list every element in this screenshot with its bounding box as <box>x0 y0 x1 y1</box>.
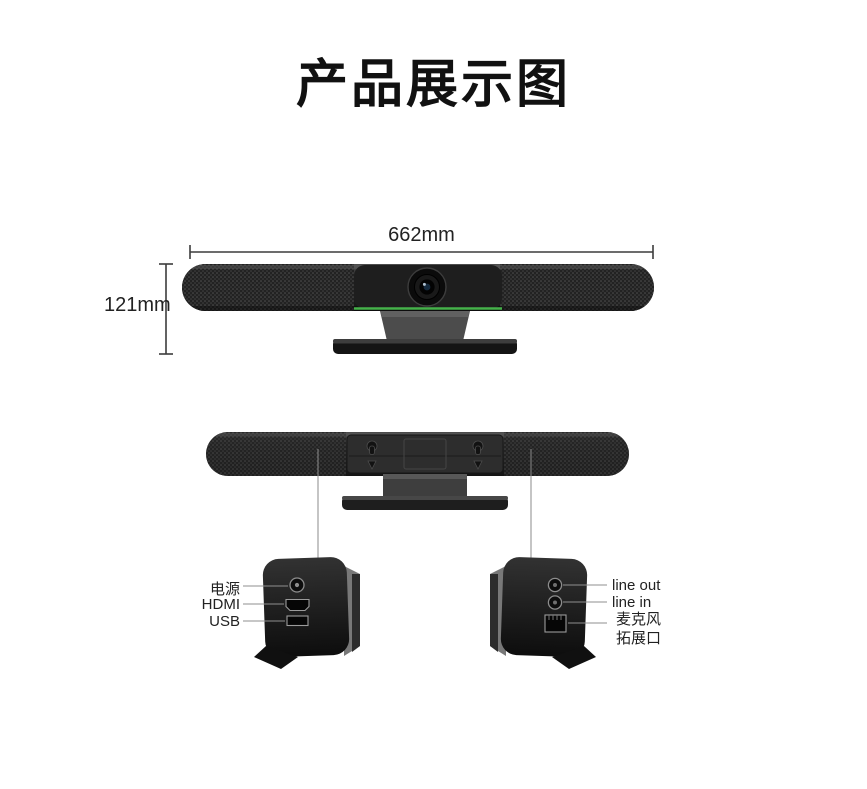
usb-port-label: USB <box>209 613 240 630</box>
mic-expansion-port-icon <box>544 614 567 633</box>
hdmi-port-label: HDMI <box>201 596 240 613</box>
page-title: 产品展示图 <box>295 56 571 114</box>
power-port-label: 电源 <box>209 581 240 598</box>
usb-port-icon <box>286 615 309 627</box>
mounting-keyholes <box>366 440 484 470</box>
mounting-plate-label-area <box>403 438 447 470</box>
dimension-lines <box>159 245 654 355</box>
mounting-plate <box>346 434 504 474</box>
label-leader-lines <box>243 584 607 624</box>
right-ports-detail-illustration <box>490 557 596 669</box>
speaker-grille-left <box>182 264 354 311</box>
width-dimension-label: 662mm <box>388 224 455 246</box>
front-view-illustration <box>182 264 654 354</box>
line-out-jack-icon <box>547 577 563 593</box>
hdmi-port-icon <box>285 598 310 612</box>
detail-leader-lines <box>317 449 532 560</box>
back-view-illustration <box>206 432 629 510</box>
line-in-jack-icon <box>547 595 563 610</box>
mic-expansion-port-label: 麦克风拓展口 <box>616 611 662 647</box>
power-port-icon <box>289 577 305 593</box>
front-stand <box>333 311 517 354</box>
line-out-port-label: line out <box>612 577 661 594</box>
speaker-grille-right <box>500 264 654 311</box>
height-dimension-label: 121mm <box>104 294 171 316</box>
line-in-port-label: line in <box>612 594 652 611</box>
left-ports-detail-illustration <box>254 557 360 669</box>
back-stand <box>342 474 508 510</box>
camera-lens-icon <box>407 267 447 307</box>
